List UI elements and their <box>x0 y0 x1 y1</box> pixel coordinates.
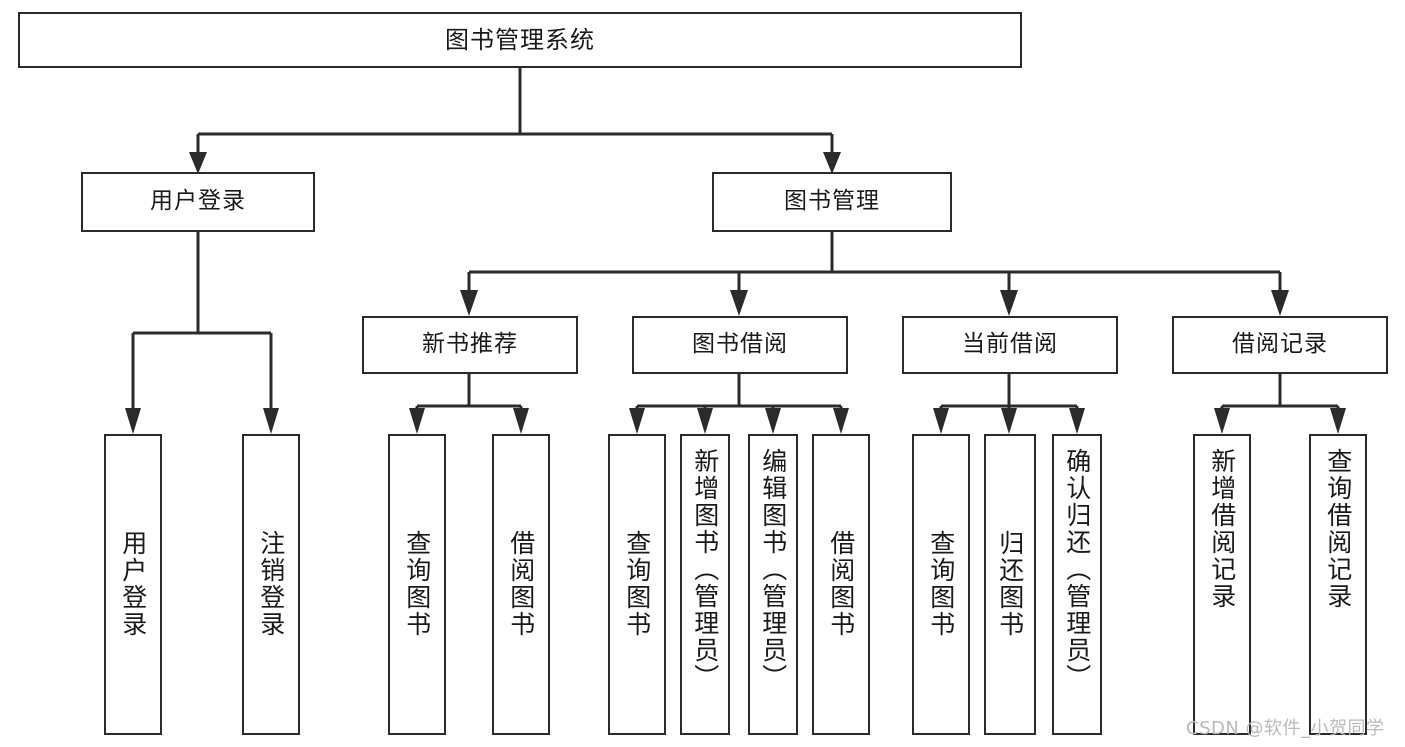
node-root-book-management-system[interactable]: 图书管理系统 <box>18 12 1022 68</box>
leaf-borrow-books-recommendation[interactable]: 借阅图书 <box>492 434 550 735</box>
node-label: 查询借阅记录 <box>1323 448 1353 610</box>
node-new-book-recommendation[interactable]: 新书推荐 <box>362 316 578 374</box>
leaf-user-login[interactable]: 用户登录 <box>104 434 162 735</box>
node-label: 图书管理系统 <box>445 25 595 54</box>
node-label: 借阅记录 <box>1232 331 1328 358</box>
csdn-watermark: CSDN @软件_小贺同学 <box>1186 718 1385 739</box>
leaf-query-books-borrowing[interactable]: 查询图书 <box>608 434 666 735</box>
leaf-add-borrowing-record[interactable]: 新增借阅记录 <box>1193 434 1251 735</box>
leaf-query-borrowing-record[interactable]: 查询借阅记录 <box>1309 434 1367 735</box>
node-label: 注销登录 <box>256 530 286 638</box>
node-label: 用户登录 <box>118 530 148 638</box>
node-label: 查询图书 <box>402 530 432 638</box>
node-label: 借阅图书 <box>826 530 856 638</box>
node-label: 确认归还（管理员） <box>1062 448 1092 691</box>
node-label: 当前借阅 <box>962 331 1058 358</box>
node-label: 新增借阅记录 <box>1207 448 1237 610</box>
node-current-borrowing[interactable]: 当前借阅 <box>902 316 1118 374</box>
node-label: 编辑图书（管理员） <box>758 448 788 691</box>
leaf-edit-book-admin[interactable]: 编辑图书（管理员） <box>748 434 798 735</box>
node-label: 查询图书 <box>926 530 956 638</box>
node-borrowing-records[interactable]: 借阅记录 <box>1172 316 1388 374</box>
node-label: 借阅图书 <box>506 530 536 638</box>
node-label: 图书借阅 <box>692 331 788 358</box>
leaf-logout[interactable]: 注销登录 <box>242 434 300 735</box>
node-label: 新增图书（管理员） <box>690 448 720 691</box>
leaf-query-books-recommendation[interactable]: 查询图书 <box>388 434 446 735</box>
node-label: 新书推荐 <box>422 331 518 358</box>
node-label: 用户登录 <box>150 188 246 215</box>
node-label: 图书管理 <box>784 188 880 215</box>
node-label: 归还图书 <box>995 530 1025 638</box>
leaf-return-books[interactable]: 归还图书 <box>984 434 1036 735</box>
leaf-confirm-return-admin[interactable]: 确认归还（管理员） <box>1052 434 1102 735</box>
node-user-login[interactable]: 用户登录 <box>81 172 315 232</box>
leaf-borrow-books-borrowing[interactable]: 借阅图书 <box>812 434 870 735</box>
node-label: 查询图书 <box>622 530 652 638</box>
node-book-management[interactable]: 图书管理 <box>712 172 952 232</box>
leaf-query-books-current[interactable]: 查询图书 <box>912 434 970 735</box>
leaf-add-book-admin[interactable]: 新增图书（管理员） <box>680 434 730 735</box>
node-book-borrowing[interactable]: 图书借阅 <box>632 316 848 374</box>
